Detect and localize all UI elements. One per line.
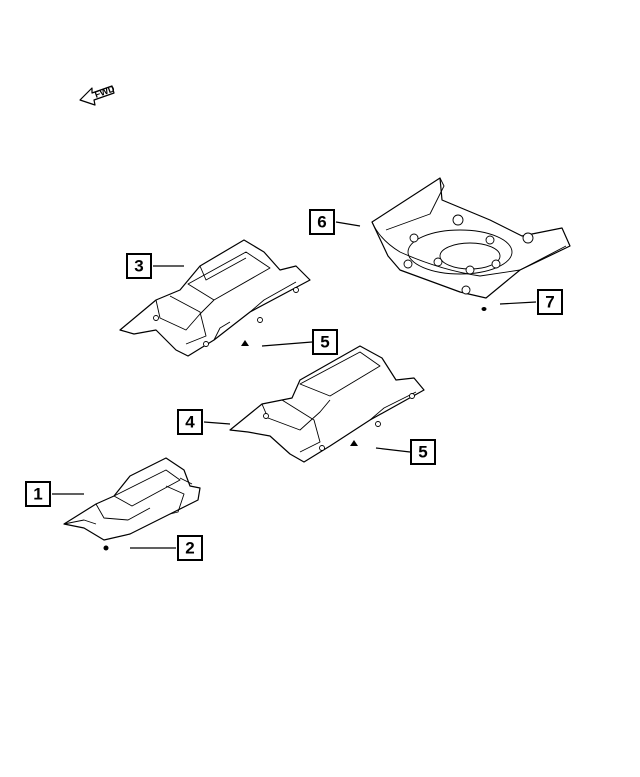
callout-7-label: 7 [545,293,554,312]
callout-3-label: 3 [134,257,143,276]
callout-3[interactable]: 3 [126,253,152,279]
fastener-nut-rear [481,307,487,311]
callout-6[interactable]: 6 [309,209,335,235]
callout-6-label: 6 [317,213,326,232]
callout-1[interactable]: 1 [25,481,51,507]
fastener-nut-front [103,545,109,551]
callout-5-lower-label: 5 [418,443,427,462]
fastener-nut-upper [241,340,249,346]
callout-2[interactable]: 2 [177,535,203,561]
callout-5-upper[interactable]: 5 [312,329,338,355]
callout-4[interactable]: 4 [177,409,203,435]
forward-label: FWD [93,83,116,100]
heat-shield-middle [229,345,425,463]
fastener-nut-middle [350,440,358,446]
heat-shield-front [63,457,201,541]
heat-shield-rear [371,177,571,299]
callout-1-label: 1 [33,485,42,504]
callout-2-label: 2 [185,539,194,558]
heat-shield-upper [119,239,311,357]
callout-5-upper-label: 5 [320,333,329,352]
callout-7[interactable]: 7 [537,289,563,315]
callout-4-label: 4 [185,413,195,432]
callout-5-lower[interactable]: 5 [410,439,436,465]
forward-arrow-icon: FWD [79,83,116,106]
